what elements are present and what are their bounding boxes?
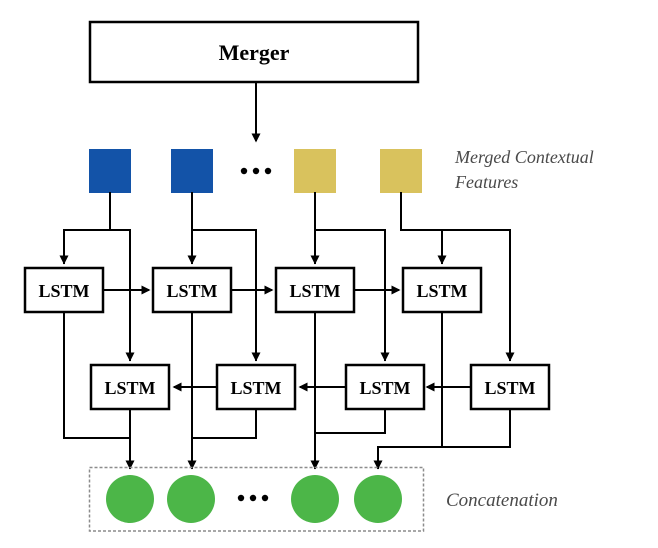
- forward-lstm-4: LSTM: [401, 266, 483, 314]
- svg-text:LSTM: LSTM: [38, 281, 89, 301]
- backward-lstm-3: LSTM: [344, 363, 426, 411]
- ellipsis-dots-bottom-icon: [237, 494, 269, 502]
- feature-square-3: [294, 149, 336, 193]
- output-circle-4: [354, 475, 402, 523]
- merged-features-caption: Merged Contextual Features: [454, 147, 594, 192]
- backward-lstm-1: LSTM: [89, 363, 171, 411]
- merger-label: Merger: [219, 40, 290, 65]
- svg-text:LSTM: LSTM: [416, 281, 467, 301]
- forward-lstm-2: LSTM: [151, 266, 233, 314]
- ellipsis-dots-top-icon: [240, 167, 272, 175]
- feature-square-1: [89, 149, 131, 193]
- output-circle-2: [167, 475, 215, 523]
- concatenation-box: [88, 466, 425, 532]
- feature-square-2: [171, 149, 213, 193]
- feature-squares: [89, 149, 422, 193]
- svg-text:LSTM: LSTM: [166, 281, 217, 301]
- concatenation-caption: Concatenation: [446, 490, 558, 511]
- merged-features-caption-line1: Merged Contextual: [454, 147, 594, 167]
- forward-lstm-1: LSTM: [23, 266, 105, 314]
- forward-lstm-layer: LSTM LSTM LSTM LSTM: [23, 266, 483, 314]
- input-connectors: [59, 192, 515, 362]
- backward-lstm-layer: LSTM LSTM LSTM LSTM: [89, 363, 551, 411]
- svg-text:LSTM: LSTM: [289, 281, 340, 301]
- output-circle-1: [106, 475, 154, 523]
- merger-box: Merger: [88, 20, 420, 84]
- backward-lstm-2: LSTM: [215, 363, 297, 411]
- svg-text:LSTM: LSTM: [230, 378, 281, 398]
- concatenation-dashed-rect: [88, 466, 425, 532]
- feature-square-4: [380, 149, 422, 193]
- merger-rect: [88, 20, 420, 84]
- output-circle-3: [291, 475, 339, 523]
- svg-text:LSTM: LSTM: [484, 378, 535, 398]
- forward-lstm-3: LSTM: [274, 266, 356, 314]
- output-connectors: [63, 311, 511, 470]
- merged-features-caption-line2: Features: [454, 172, 518, 192]
- backward-lstm-4: LSTM: [469, 363, 551, 411]
- svg-text:LSTM: LSTM: [359, 378, 410, 398]
- svg-text:LSTM: LSTM: [104, 378, 155, 398]
